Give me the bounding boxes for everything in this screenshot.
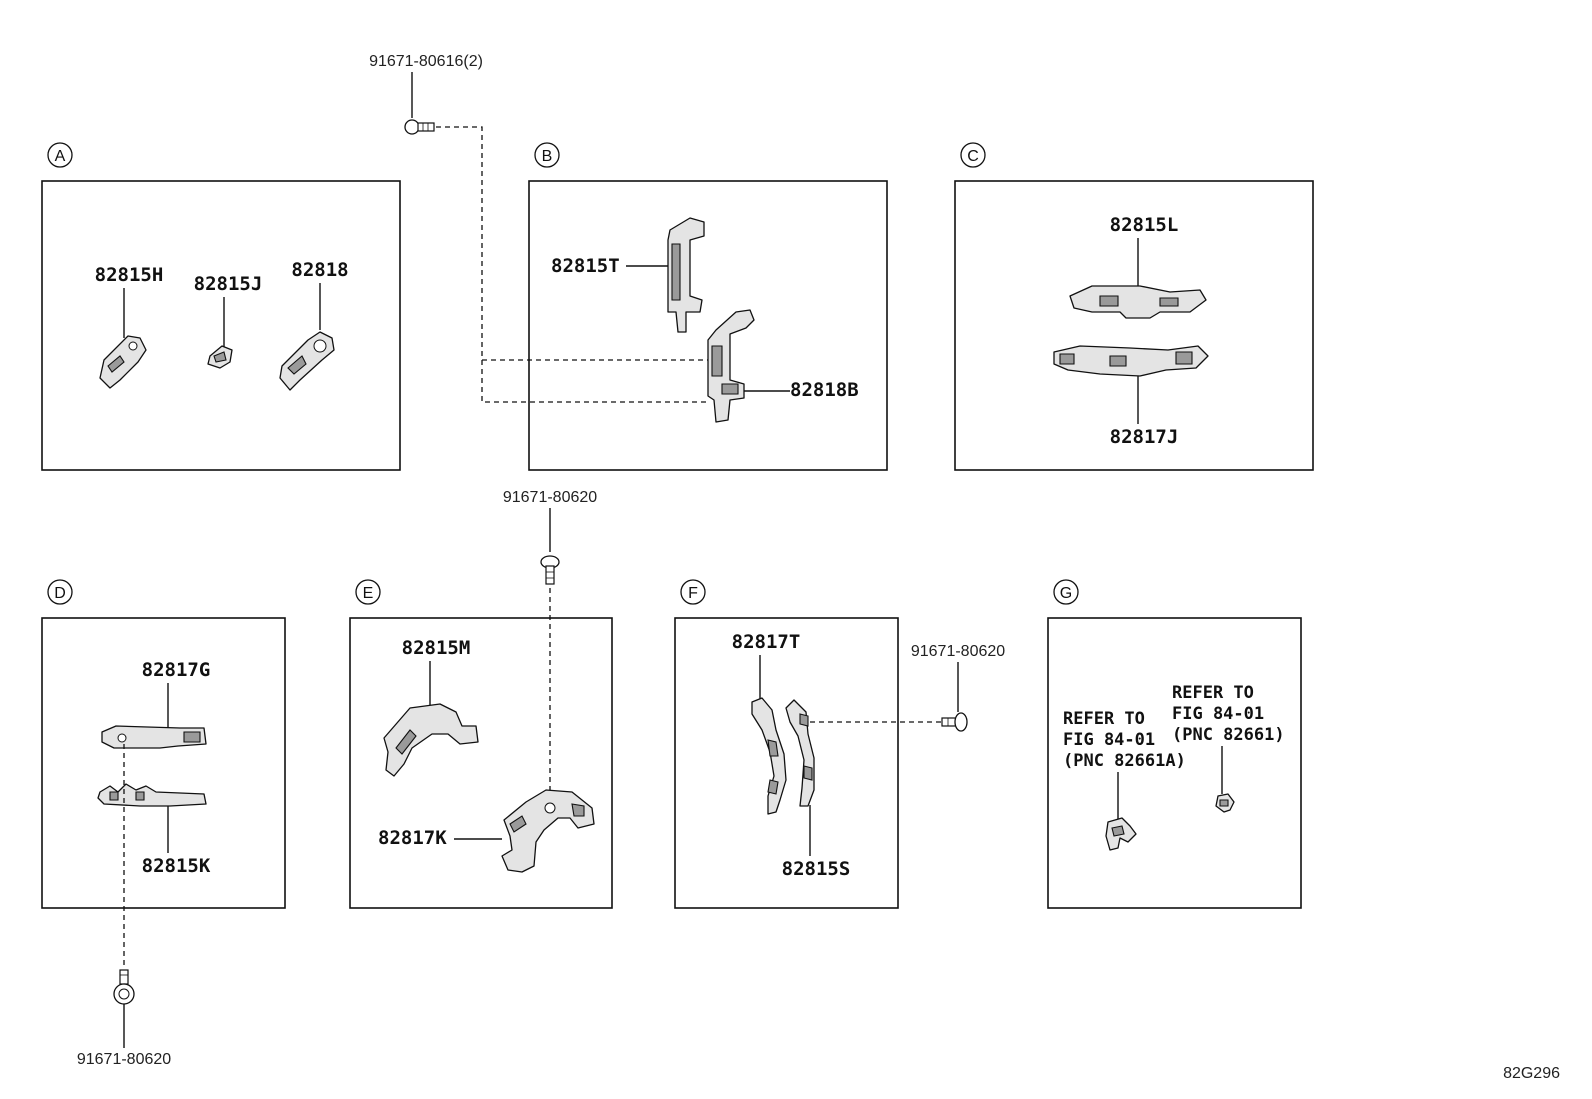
part-label-82815K[interactable]: 82815K	[142, 855, 211, 877]
part-label-82815J[interactable]: 82815J	[194, 273, 263, 295]
figure-code: 82G296	[1503, 1065, 1560, 1082]
section-d-marker: D	[47, 579, 73, 605]
refer-note-left[interactable]: REFER TO FIG 84-01 (PNC 82661A)	[1063, 709, 1186, 771]
section-d: D 82817G 82815K	[41, 579, 286, 968]
section-e: E 82815M 82817K	[349, 579, 613, 909]
section-f: F 82817T 82815S	[674, 579, 942, 909]
part-82815L[interactable]	[1069, 285, 1207, 319]
refer-right-line-3: (PNC 82661)	[1172, 725, 1285, 745]
section-g-box	[1047, 617, 1302, 909]
refer-right-line-2: FIG 84-01	[1172, 704, 1264, 724]
part-label-82817J[interactable]: 82817J	[1110, 426, 1179, 448]
part-82815J[interactable]	[207, 345, 233, 369]
section-b-box	[528, 180, 888, 471]
section-c-letter: C	[967, 148, 979, 165]
section-a: A 82815H 82815J 82818	[41, 142, 401, 471]
section-g: G REFER TO FIG 84-01 (PNC 82661A) REFER …	[1047, 579, 1302, 909]
part-label-82815M[interactable]: 82815M	[402, 637, 471, 659]
part-82817T[interactable]	[751, 697, 787, 815]
part-82817K[interactable]	[501, 789, 595, 873]
part-label-82815L[interactable]: 82815L	[1110, 214, 1179, 236]
section-f-letter: F	[688, 585, 698, 602]
part-label-82817T[interactable]: 82817T	[732, 631, 801, 653]
section-c: C 82815L 82817J	[954, 142, 1314, 471]
section-a-letter: A	[55, 148, 66, 165]
bolt-bottom-icon	[113, 969, 135, 1005]
section-d-letter: D	[54, 585, 66, 602]
bolt-top-label[interactable]: 91671-80616(2)	[369, 53, 483, 70]
part-82815S[interactable]	[785, 699, 815, 807]
section-b: B 82815T 82818B	[528, 142, 888, 471]
part-label-82815H[interactable]: 82815H	[95, 264, 164, 286]
refer-left-line-1: REFER TO	[1063, 709, 1145, 729]
part-82818B[interactable]	[707, 309, 755, 423]
section-g-letter: G	[1060, 585, 1072, 602]
bolt-middle[interactable]: 91671-80620	[503, 489, 597, 808]
bolt-top-icon	[404, 119, 435, 135]
bolt-bottom-label[interactable]: 91671-80620	[77, 1051, 171, 1068]
part-label-82817K[interactable]: 82817K	[378, 827, 447, 849]
refer-left-line-2: FIG 84-01	[1063, 730, 1155, 750]
part-ref-82661A[interactable]	[1105, 817, 1137, 851]
part-ref-82661[interactable]	[1215, 793, 1235, 813]
part-82817G[interactable]	[101, 725, 207, 749]
section-e-marker: E	[355, 579, 381, 605]
section-c-box	[954, 180, 1314, 471]
part-label-82818[interactable]: 82818	[291, 259, 348, 281]
part-label-82817G[interactable]: 82817G	[142, 659, 211, 681]
section-e-box	[349, 617, 613, 909]
bolt-middle-icon	[540, 555, 560, 585]
bolt-right[interactable]: 91671-80620	[911, 643, 1005, 732]
bolt-right-icon	[941, 712, 968, 732]
part-label-82818B[interactable]: 82818B	[790, 379, 859, 401]
part-label-82815S[interactable]: 82815S	[782, 858, 851, 880]
section-a-marker: A	[47, 142, 73, 168]
part-82815K[interactable]	[97, 783, 207, 807]
section-c-marker: C	[960, 142, 986, 168]
part-label-82815T[interactable]: 82815T	[551, 255, 620, 277]
section-e-letter: E	[363, 585, 374, 602]
section-g-marker: G	[1053, 579, 1079, 605]
section-b-marker: B	[534, 142, 560, 168]
section-d-box	[41, 617, 286, 909]
section-b-letter: B	[542, 148, 553, 165]
section-f-box	[674, 617, 899, 909]
section-a-box	[41, 180, 401, 471]
part-82818[interactable]	[279, 331, 335, 391]
section-f-marker: F	[680, 579, 706, 605]
bolt-bottom[interactable]: 91671-80620	[77, 969, 171, 1068]
bolt-middle-label[interactable]: 91671-80620	[503, 489, 597, 506]
bolt-right-label[interactable]: 91671-80620	[911, 643, 1005, 660]
refer-right-line-1: REFER TO	[1172, 683, 1254, 703]
part-82817J[interactable]	[1053, 345, 1209, 377]
bolt-top[interactable]: 91671-80616(2)	[369, 53, 710, 403]
part-82815M[interactable]	[383, 703, 479, 777]
part-82815H[interactable]	[99, 335, 147, 389]
part-82815T[interactable]	[667, 217, 705, 333]
refer-note-right[interactable]: REFER TO FIG 84-01 (PNC 82661)	[1172, 683, 1285, 745]
refer-left-line-3: (PNC 82661A)	[1063, 751, 1186, 771]
